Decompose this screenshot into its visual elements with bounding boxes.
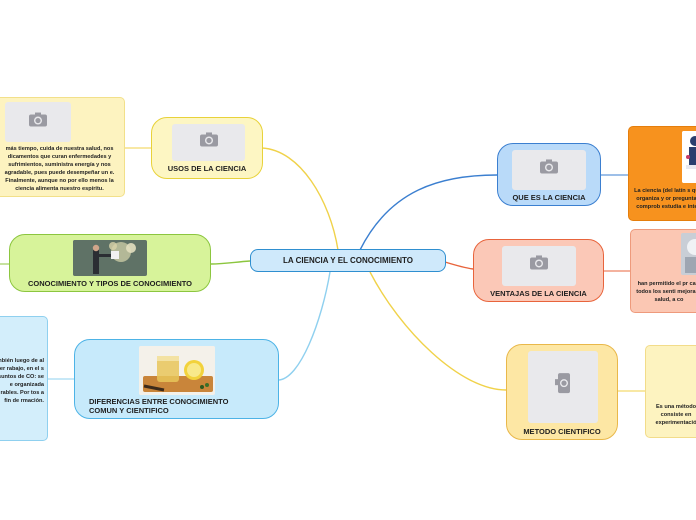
note-que-es: La ciencia (del latín s que organiza y o… — [628, 126, 696, 221]
branch-diferencias-label: DIFERENCIAS ENTRE CONOCIMIENTO COMUN Y C… — [89, 397, 229, 415]
note-metodo: Es una método consiste en experimentació — [645, 345, 696, 438]
branch-conocimiento-label: CONOCIMIENTO Y TIPOS DE CONOCIMIENTO — [27, 279, 193, 288]
image-placeholder — [528, 351, 598, 423]
camera-icon — [539, 158, 559, 179]
link-usos — [261, 147, 339, 251]
central-topic-label: LA CIENCIA Y EL CONOCIMIENTO — [283, 256, 413, 265]
branch-usos-label: USOS DE LA CIENCIA — [167, 164, 247, 173]
link-que-es — [359, 174, 498, 251]
branch-ventajas-label: VENTAJAS DE LA CIENCIA — [490, 289, 587, 298]
conocimiento-photo — [73, 240, 147, 276]
branch-ventajas-de-la-ciencia[interactable]: VENTAJAS DE LA CIENCIA — [473, 239, 604, 302]
note-diferencias-text: mbién luego de al ser rabajo, en el s as… — [0, 358, 44, 404]
note-que-es-text: La ciencia (del latín s que organiza y o… — [634, 188, 696, 210]
note-diferencias: mbién luego de al ser rabajo, en el s as… — [0, 316, 48, 441]
link-conocimiento — [210, 260, 251, 265]
image-placeholder — [172, 124, 245, 161]
branch-metodo-label: METODO CIENTIFICO — [523, 427, 601, 436]
note-ventajas: han permitido el pr casi todos los senti… — [630, 229, 696, 313]
image-placeholder — [5, 102, 71, 142]
diferencias-photo — [139, 346, 215, 395]
image-placeholder — [502, 246, 576, 286]
link-ventajas — [444, 261, 474, 270]
ventajas-photo — [681, 233, 696, 275]
link-diferencias — [277, 271, 331, 381]
branch-diferencias[interactable]: DIFERENCIAS ENTRE CONOCIMIENTO COMUN Y C… — [74, 339, 279, 419]
note-usos-text: más tiempo, cuida de nuestra salud, nos … — [4, 146, 115, 192]
camera-icon — [555, 372, 571, 399]
image-placeholder — [512, 150, 586, 190]
note-usos: más tiempo, cuida de nuestra salud, nos … — [0, 97, 125, 197]
link-metodo — [369, 271, 507, 391]
branch-que-es-la-ciencia[interactable]: QUE ES LA CIENCIA — [497, 143, 601, 206]
branch-metodo-cientifico[interactable]: METODO CIENTIFICO — [506, 344, 618, 440]
branch-usos-de-la-ciencia[interactable]: USOS DE LA CIENCIA — [151, 117, 263, 179]
que-es-photo — [682, 131, 696, 183]
camera-icon — [199, 131, 219, 152]
camera-icon — [529, 254, 549, 275]
branch-conocimiento[interactable]: CONOCIMIENTO Y TIPOS DE CONOCIMIENTO — [9, 234, 211, 292]
note-ventajas-text: han permitido el pr casi todos los senti… — [636, 281, 696, 303]
branch-que-es-label: QUE ES LA CIENCIA — [512, 193, 586, 202]
central-topic[interactable]: LA CIENCIA Y EL CONOCIMIENTO — [250, 249, 446, 272]
note-metodo-text: Es una método consiste en experimentació — [655, 404, 696, 426]
camera-icon — [28, 112, 48, 131]
